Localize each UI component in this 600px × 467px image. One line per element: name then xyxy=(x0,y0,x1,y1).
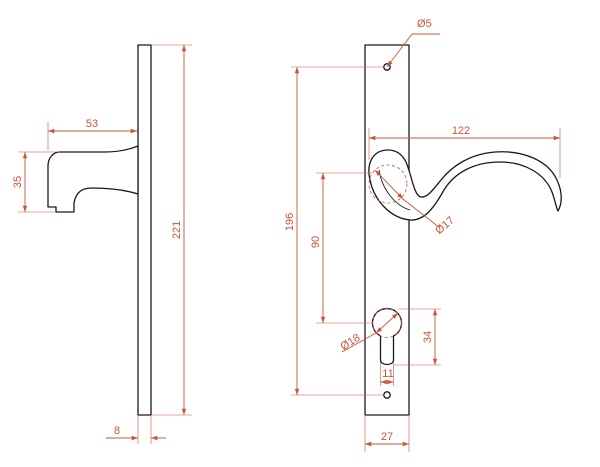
side-lever-profile xyxy=(47,145,139,213)
dim-label-rose: Ø17 xyxy=(433,214,457,237)
dim-label-cylinder-width: 11 xyxy=(382,368,393,380)
lever-handle xyxy=(368,149,562,221)
dim-label-side-width: 8 xyxy=(114,425,120,437)
side-view: 53 35 221 8 xyxy=(12,44,192,444)
front-view: Ø5 196 90 122 Ø17 Ø18 34 11 xyxy=(284,18,562,452)
dim-label-plate-width: 27 xyxy=(381,431,393,443)
dim-label-screw-hole: Ø5 xyxy=(417,18,432,30)
dim-label-side-height: 221 xyxy=(171,221,183,239)
dim-label-lever-projection: 53 xyxy=(86,118,98,130)
dim-label-cylinder-height: 34 xyxy=(422,331,434,343)
side-backplate xyxy=(137,44,152,416)
dim-label-hole-spacing: 196 xyxy=(284,213,296,231)
dim-label-lever-length: 122 xyxy=(452,125,470,137)
lever-rose-dashed xyxy=(368,164,408,204)
dim-label-cylinder-diameter: Ø18 xyxy=(338,332,362,353)
dim-label-lever-to-cylinder: 90 xyxy=(310,236,322,248)
dim-line-cylinder-diameter xyxy=(341,332,377,353)
cylinder-dashed-circle xyxy=(372,308,402,338)
dim-line-rose xyxy=(374,169,404,200)
dim-label-lever-depth: 35 xyxy=(12,176,24,188)
